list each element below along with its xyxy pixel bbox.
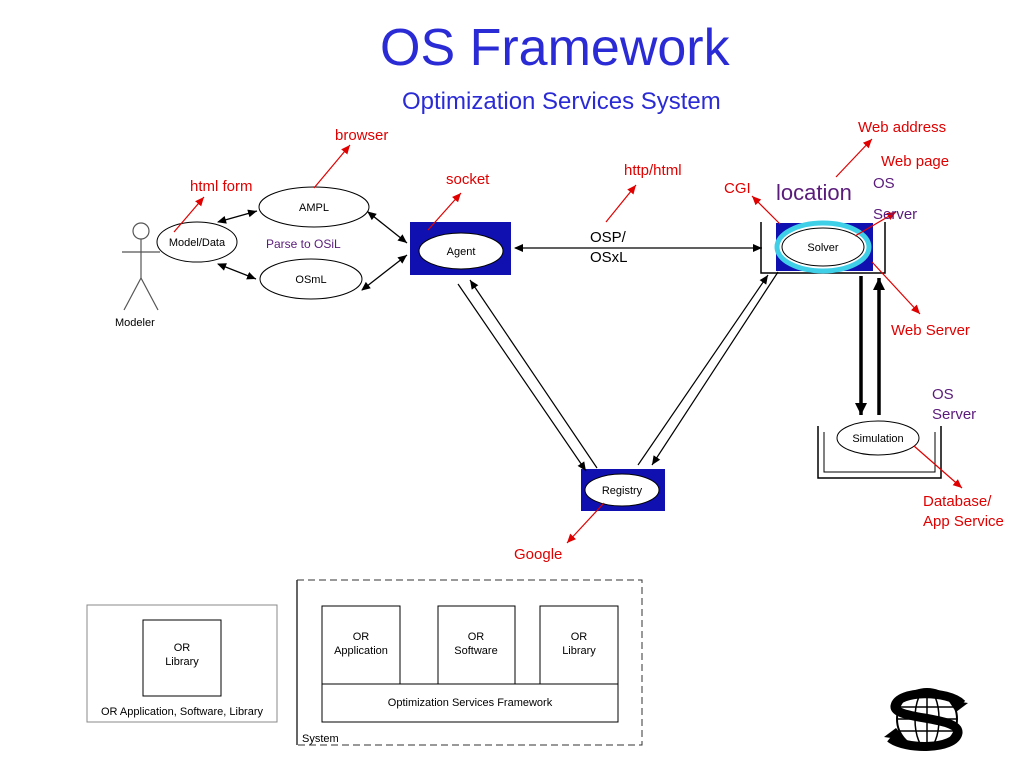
osp-label-line2: OSxL bbox=[590, 249, 628, 266]
system-or-library-line2: Library bbox=[562, 645, 596, 657]
ampl-node bbox=[258, 186, 370, 228]
agent-label: Agent bbox=[447, 246, 476, 258]
arrow-registry-solver bbox=[637, 274, 769, 466]
annotation-database-line2: App Service bbox=[923, 513, 1004, 530]
model-data-node bbox=[156, 221, 238, 263]
os-server-1-line2: Server bbox=[873, 206, 917, 223]
system-framework-box bbox=[321, 683, 619, 723]
arrow-web-server bbox=[871, 261, 921, 315]
arrow-web-page bbox=[854, 211, 897, 237]
os-server-2-line2: Server bbox=[932, 406, 976, 423]
annotation-web-page: Web page bbox=[881, 153, 949, 170]
simulation-container bbox=[817, 426, 942, 479]
page-subtitle: Optimization Services System bbox=[402, 88, 721, 115]
simulation-container-inner bbox=[823, 432, 936, 473]
page-title: OS Framework bbox=[380, 19, 730, 77]
annotation-database-line1: Database/ bbox=[923, 493, 992, 510]
registry-label: Registry bbox=[602, 485, 643, 497]
annotation-browser: browser bbox=[335, 127, 388, 144]
arrow-ampl-agent bbox=[367, 211, 408, 244]
agent-node bbox=[418, 232, 504, 270]
arrow-model-ampl bbox=[217, 209, 258, 224]
arrow-registry-agent bbox=[469, 279, 598, 469]
system-or-application-box bbox=[321, 605, 401, 685]
annotation-socket: socket bbox=[446, 171, 490, 188]
arrow-browser bbox=[313, 144, 351, 189]
system-or-application-line1: OR bbox=[353, 631, 370, 643]
os-server-1-line1: OS bbox=[873, 175, 895, 192]
solver-label: Solver bbox=[807, 242, 839, 254]
arrow-model-osml bbox=[217, 263, 257, 280]
arrow-database bbox=[913, 445, 963, 489]
system-or-software-line1: OR bbox=[468, 631, 485, 643]
system-or-library-line1: OR bbox=[571, 631, 588, 643]
arrow-agent-registry bbox=[457, 283, 587, 472]
system-framework-label: Optimization Services Framework bbox=[388, 697, 553, 709]
or-library-line1: OR bbox=[174, 642, 191, 654]
system-or-software-line2: Software bbox=[454, 645, 497, 657]
arrow-html-form bbox=[173, 196, 205, 233]
annotation-location: location bbox=[776, 180, 852, 205]
model-data-label: Model/Data bbox=[169, 237, 226, 249]
annotation-web-server: Web Server bbox=[891, 322, 970, 339]
system-caption: System bbox=[302, 733, 339, 745]
system-or-application-line2: Application bbox=[334, 645, 388, 657]
parse-to-osil-label: Parse to OSiL bbox=[266, 237, 341, 251]
modeler-label: Modeler bbox=[115, 317, 155, 329]
arrow-socket bbox=[427, 192, 462, 231]
arrow-osml-agent bbox=[361, 254, 408, 291]
annotation-html-form: html form bbox=[190, 178, 253, 195]
arrow-web-address bbox=[835, 138, 873, 178]
annotation-google: Google bbox=[514, 546, 562, 563]
arrow-google bbox=[566, 502, 605, 544]
or-library-line2: Library bbox=[165, 656, 199, 668]
or-legend-caption: OR Application, Software, Library bbox=[101, 706, 264, 718]
solver-node bbox=[781, 227, 865, 267]
os-server-2-line1: OS bbox=[932, 386, 954, 403]
simulation-label: Simulation bbox=[852, 433, 903, 445]
arrow-http-html bbox=[605, 184, 637, 223]
ampl-label: AMPL bbox=[299, 202, 329, 214]
annotation-cgi: CGI bbox=[724, 180, 751, 197]
os-globe-logo-icon bbox=[884, 688, 968, 751]
registry-node bbox=[584, 473, 660, 507]
arrow-solver-registry bbox=[651, 271, 779, 466]
system-or-library-box bbox=[539, 605, 619, 685]
modeler-actor-icon bbox=[122, 222, 160, 311]
osml-label: OSmL bbox=[295, 274, 326, 286]
annotation-http-html: http/html bbox=[624, 162, 682, 179]
system-or-software-box bbox=[437, 605, 516, 685]
arrow-cgi bbox=[751, 195, 781, 225]
osp-label-line1: OSP/ bbox=[590, 229, 627, 246]
simulation-node bbox=[836, 420, 920, 456]
annotation-web-address: Web address bbox=[858, 119, 946, 136]
or-library-box bbox=[142, 619, 222, 697]
